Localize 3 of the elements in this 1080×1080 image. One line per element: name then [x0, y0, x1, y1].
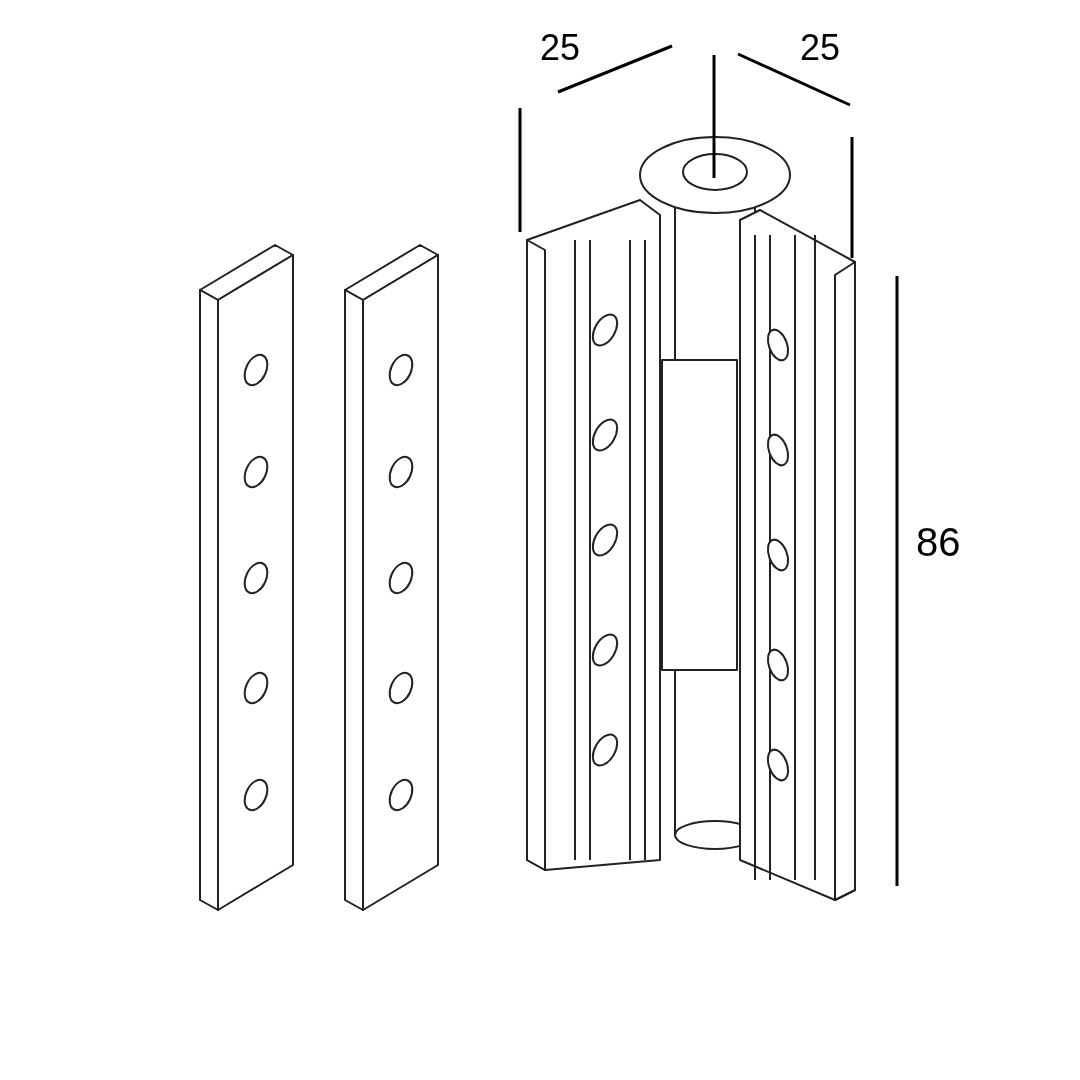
dimension-value: 25 — [540, 30, 581, 66]
dimension-value: 25 — [800, 30, 841, 66]
dimension-value: 86 — [916, 522, 961, 562]
